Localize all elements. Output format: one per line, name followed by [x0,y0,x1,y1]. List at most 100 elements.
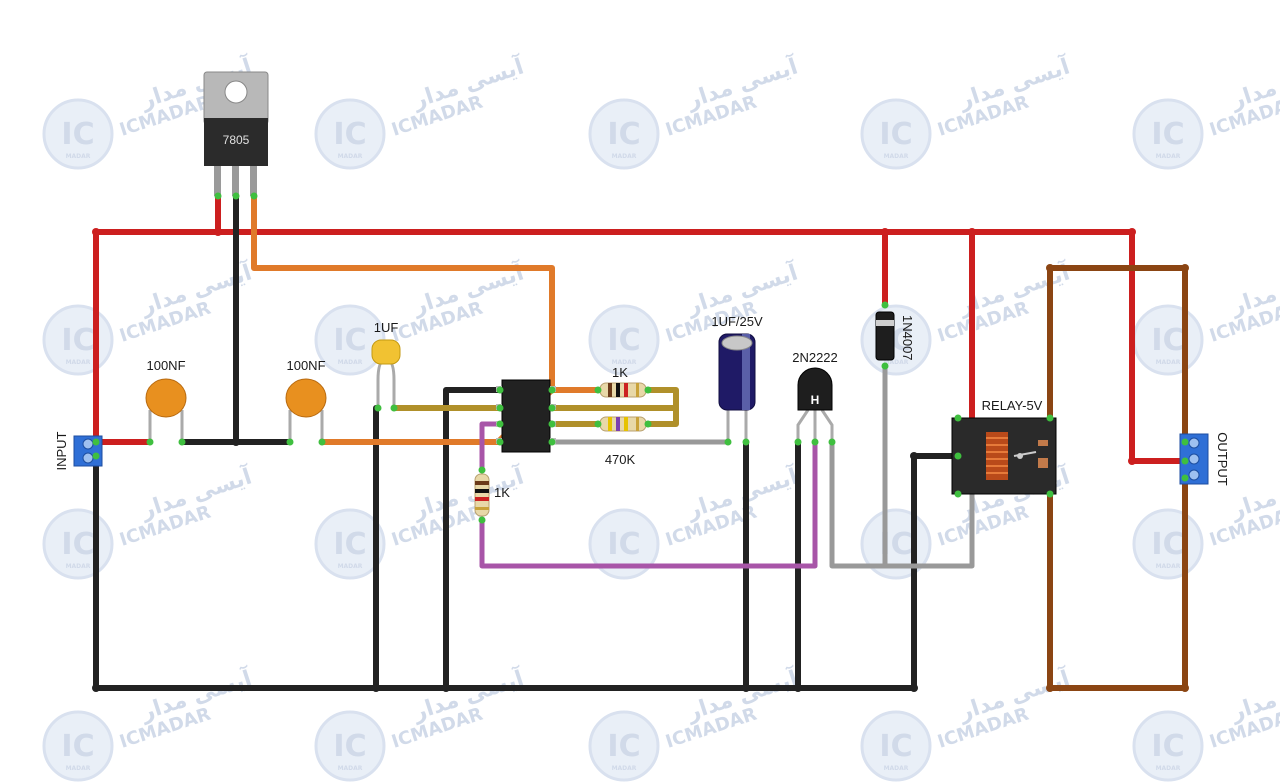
svg-text:IC: IC [333,729,366,764]
cap2-label: 100NF [286,358,325,373]
pin-dot [478,516,486,524]
svg-text:IC: IC [333,527,366,562]
svg-text:MADAR: MADAR [1156,359,1181,366]
collector-to-relay [829,439,975,569]
res1-label: 1K [612,365,628,380]
pin-dot [178,438,186,446]
input-terminal: INPUT [54,431,103,471]
pin-dot [286,438,294,446]
regulator-label: 7805 [223,133,250,147]
svg-text:MADAR: MADAR [66,359,91,366]
base-wires [479,421,818,569]
pin-dot [496,386,504,394]
junction-dots-brown [1046,264,1189,692]
pin-dot [594,386,602,394]
svg-text:IC: IC [1151,729,1184,764]
svg-text:MADAR: MADAR [884,765,909,772]
res2-label: 470K [605,452,636,467]
svg-text:IC: IC [61,729,94,764]
svg-text:IC: IC [607,527,640,562]
cap1-label: 100NF [146,358,185,373]
pin-dot [1046,414,1054,422]
pin-dot [548,438,556,446]
pin-dot [232,192,240,200]
relay-label: RELAY-5V [982,398,1043,413]
load-wires [1047,265,1188,691]
load-loop-bottom [1047,475,1188,691]
svg-text:IC: IC [333,117,366,152]
svg-text:IC: IC [1151,323,1184,358]
ceramic-cap-2: 100NF [285,358,327,442]
svg-text:MADAR: MADAR [1156,153,1181,160]
svg-text:IC: IC [61,323,94,358]
svg-text:MADAR: MADAR [612,765,637,772]
pin-dot [318,438,326,446]
pin-dot [954,490,962,498]
svg-text:MADAR: MADAR [338,563,363,570]
junction-dots-dark [92,438,918,692]
pin-dot [954,452,962,460]
pin-dot [1181,474,1189,482]
load-loop [1047,265,1188,445]
svg-text:IC: IC [607,729,640,764]
svg-text:IC: IC [1151,117,1184,152]
pin-dot [390,404,398,412]
svg-text:IC: IC [879,729,912,764]
svg-text:MADAR: MADAR [66,765,91,772]
input-label: INPUT [54,431,69,470]
transistor-label: 2N2222 [792,350,838,365]
pin-dot [548,420,556,428]
gnd-ic [443,387,503,691]
pin-dot [92,438,100,446]
pin-dot [146,438,154,446]
pin-dot [794,438,802,446]
pin-dots [92,192,1189,524]
relay-5v: RELAY-5V [951,398,1057,495]
svg-text:IC: IC [61,117,94,152]
svg-text:MADAR: MADAR [612,153,637,160]
resistor-1k-vertical: 1K [474,473,510,517]
pin-dot [496,404,504,412]
svg-text:IC: IC [333,323,366,358]
pin-dot [594,420,602,428]
pin-dot [828,438,836,446]
pin-dot [742,438,750,446]
svg-text:IC: IC [607,117,640,152]
resistor-1k-top: 1K [599,365,647,398]
pin-dot [548,404,556,412]
pin-dot [496,420,504,428]
pin-dot [1046,490,1054,498]
5v-regulator-out [251,193,555,393]
pin-dot [374,404,382,412]
ic-chip [496,379,556,453]
svg-text:IC: IC [61,527,94,562]
resistor-470k: 470K [599,416,647,467]
base-wire-bottom [479,439,818,569]
svg-text:MADAR: MADAR [884,359,909,366]
gray-wires [549,363,975,569]
gnd-relay [911,453,961,691]
svg-text:MADAR: MADAR [338,153,363,160]
res3-label: 1K [494,485,510,500]
svg-text:IC: IC [1151,527,1184,562]
svg-text:IC: IC [607,323,640,358]
pin-dot [478,466,486,474]
svg-text:MADAR: MADAR [66,153,91,160]
diode-label: 1N4007 [900,315,915,361]
svg-text:MADAR: MADAR [338,765,363,772]
svg-text:MADAR: MADAR [612,359,637,366]
regulator-7805: 7805 [203,71,269,196]
svg-text:MADAR: MADAR [1156,563,1181,570]
